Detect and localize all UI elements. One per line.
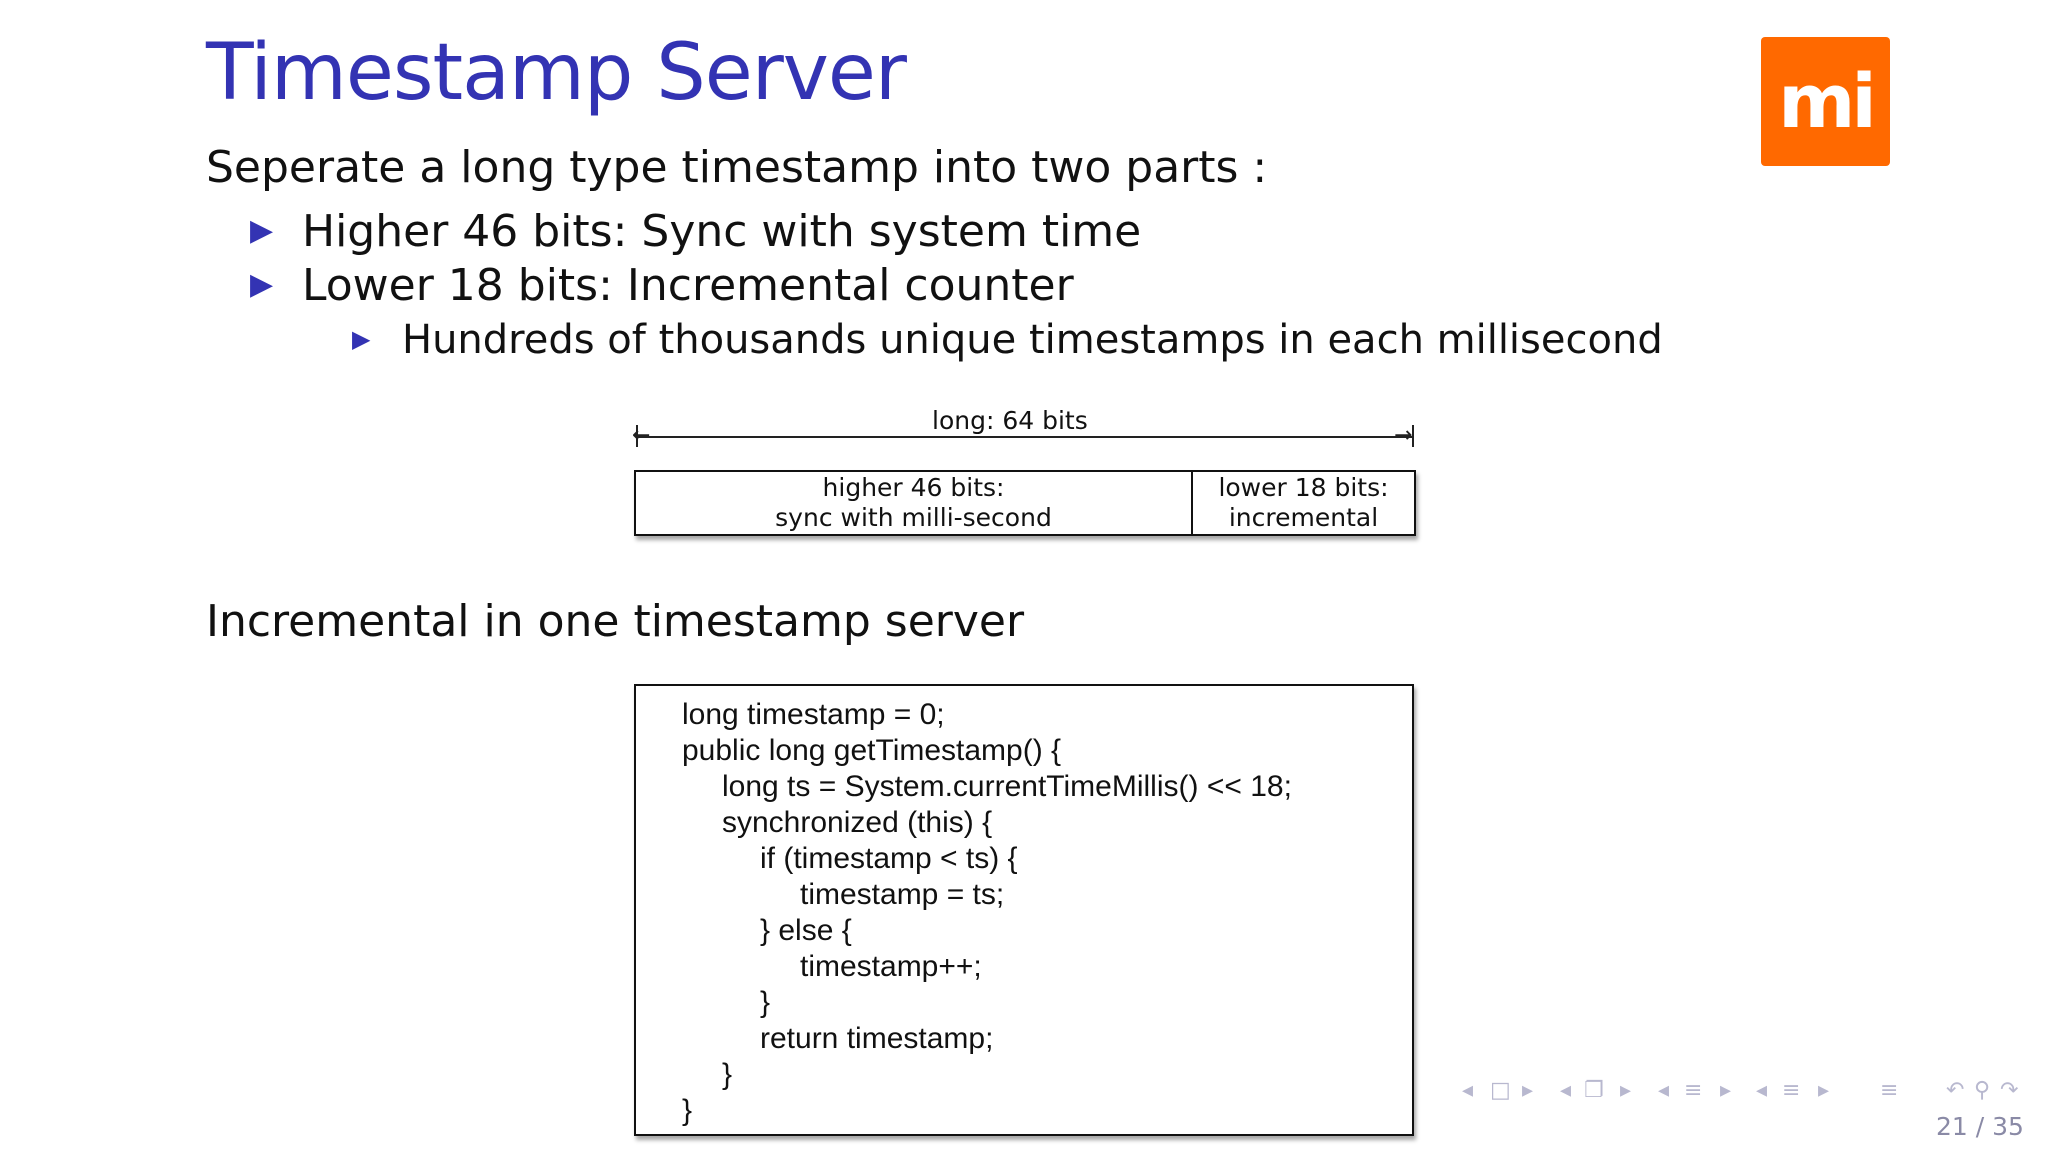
- nav-prev-doc-icon[interactable]: ◂: [1756, 1078, 1768, 1103]
- nav-prev-subsection-icon[interactable]: ◂: [1560, 1078, 1572, 1103]
- bullet-item-2: ▶ Lower 18 bits: Incremental counter: [250, 260, 1074, 311]
- low-bits-cell: lower 18 bits: incremental: [1193, 472, 1414, 534]
- sub-bullet-item: ▶ Hundreds of thousands unique timestamps…: [352, 317, 1663, 363]
- high-bits-label: higher 46 bits:: [822, 473, 1005, 502]
- bullet-marker-icon: ▶: [250, 267, 274, 302]
- code-line: long ts = System.currentTimeMillis() << …: [722, 770, 1292, 803]
- code-line: }: [682, 1094, 693, 1127]
- bullet-text: Lower 18 bits: Incremental counter: [302, 260, 1074, 311]
- nav-prev-frame-icon[interactable]: ◂: [1462, 1078, 1474, 1103]
- xiaomi-logo: mi: [1761, 37, 1890, 166]
- code-line: public long getTimestamp() {: [682, 734, 1062, 767]
- nav-prev-section-icon[interactable]: ◂: [1658, 1078, 1670, 1103]
- nav-section-icon[interactable]: ≡: [1684, 1078, 1703, 1103]
- page-number: 21 / 35: [1936, 1112, 2024, 1141]
- low-bits-desc: incremental: [1228, 503, 1379, 532]
- code-line: }: [760, 986, 771, 1019]
- nav-subsection-icon[interactable]: ❐: [1584, 1078, 1604, 1103]
- slide-title: Timestamp Server: [206, 28, 907, 118]
- code-line: } else {: [760, 914, 852, 947]
- sub-bullet-text: Hundreds of thousands unique timestamps …: [402, 317, 1663, 363]
- code-line: long timestamp = 0;: [682, 698, 945, 731]
- nav-search-icon[interactable]: ⚲: [1974, 1078, 1991, 1103]
- nav-doc-icon[interactable]: ≡: [1782, 1078, 1801, 1103]
- code-line: return timestamp;: [760, 1022, 994, 1055]
- code-line: }: [722, 1058, 733, 1091]
- nav-appendix-icon[interactable]: ≡: [1880, 1078, 1899, 1103]
- logo-text: mi: [1778, 58, 1877, 145]
- nav-redo-icon[interactable]: ↷: [2000, 1078, 2019, 1103]
- dimension-tick-right: [1412, 425, 1414, 447]
- nav-next-subsection-icon[interactable]: ▸: [1620, 1078, 1632, 1103]
- code-line: synchronized (this) {: [722, 806, 993, 839]
- nav-frame-icon[interactable]: □: [1490, 1078, 1511, 1103]
- code-line: if (timestamp < ts) {: [760, 842, 1018, 875]
- intro-text: Seperate a long type timestamp into two …: [206, 142, 1268, 193]
- arrow-left-icon: ←: [632, 423, 651, 448]
- high-bits-desc: sync with milli-second: [775, 503, 1052, 532]
- bullet-marker-icon: ▶: [250, 213, 274, 248]
- nav-next-section-icon[interactable]: ▸: [1720, 1078, 1732, 1103]
- nav-undo-icon[interactable]: ↶: [1946, 1078, 1965, 1103]
- total-bits-label: long: 64 bits: [932, 406, 1088, 435]
- code-block: long timestamp = 0; public long getTimes…: [634, 684, 1414, 1136]
- section-heading: Incremental in one timestamp server: [206, 596, 1025, 647]
- nav-next-doc-icon[interactable]: ▸: [1818, 1078, 1830, 1103]
- code-line: timestamp = ts;: [800, 878, 1005, 911]
- high-bits-cell: higher 46 bits: sync with milli-second: [636, 472, 1193, 534]
- low-bits-label: lower 18 bits:: [1218, 473, 1389, 502]
- arrow-right-icon: →: [1394, 423, 1413, 448]
- bit-layout-box: higher 46 bits: sync with milli-second l…: [634, 470, 1416, 536]
- sub-bullet-marker-icon: ▶: [352, 325, 371, 353]
- bullet-text: Higher 46 bits: Sync with system time: [302, 206, 1142, 257]
- bullet-item-1: ▶ Higher 46 bits: Sync with system time: [250, 206, 1141, 257]
- code-line: timestamp++;: [800, 950, 982, 983]
- nav-next-frame-icon[interactable]: ▸: [1522, 1078, 1534, 1103]
- dimension-arrow-line: [636, 436, 1414, 438]
